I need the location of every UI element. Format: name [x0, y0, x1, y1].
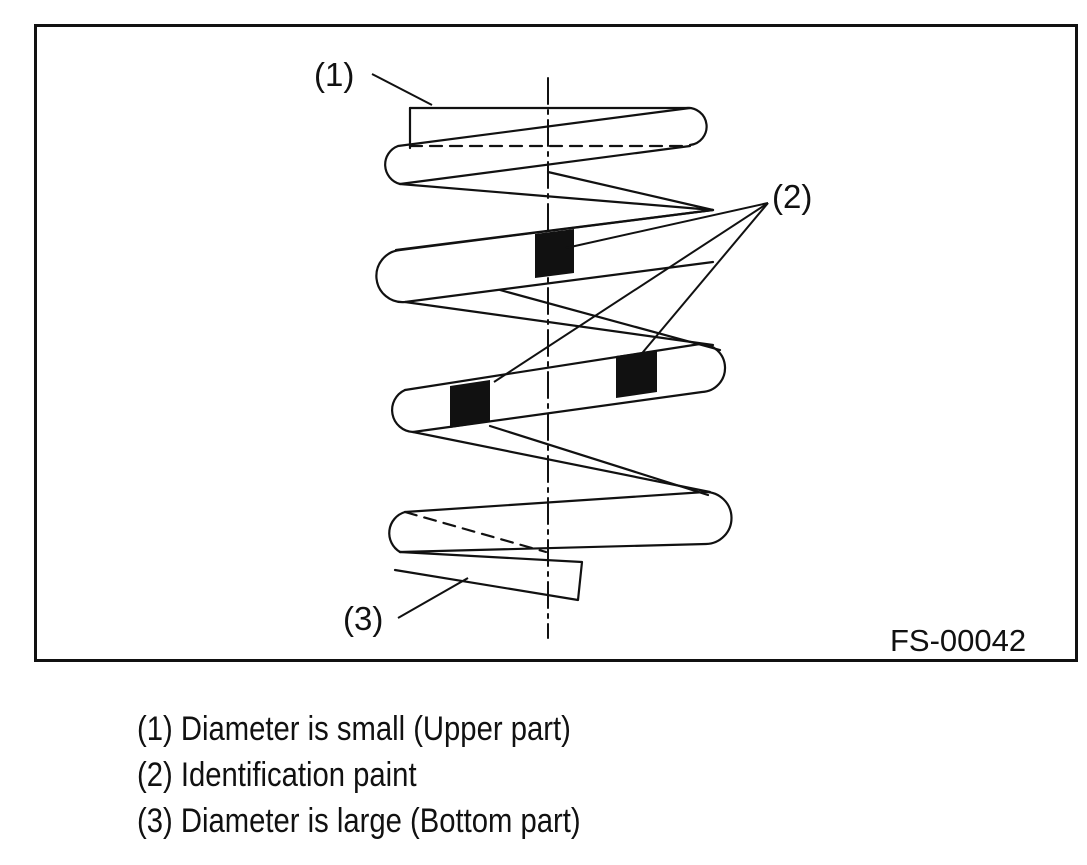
leader-line-2c	[493, 202, 769, 383]
spring-bottom-end	[393, 550, 584, 602]
legend-item-2: (2) Identification paint	[137, 756, 417, 794]
coil-band-3	[403, 342, 727, 434]
legend: (1) Diameter is small (Upper part) (2) I…	[137, 706, 653, 844]
coil-strand-back-2	[403, 300, 715, 347]
coil-band-4-left	[388, 510, 407, 554]
leader-line-2a	[565, 202, 769, 249]
figure-frame	[34, 24, 1078, 662]
identification-paint-mark	[535, 229, 574, 278]
legend-item-1: (1) Diameter is small (Upper part)	[137, 710, 571, 748]
coil-band-2	[375, 208, 715, 304]
leader-line-3	[397, 577, 469, 619]
coil-band-1	[384, 106, 692, 186]
identification-paint-mark	[450, 380, 490, 428]
coil-strand-back-2b	[498, 288, 722, 352]
legend-item-3: (3) Diameter is large (Bottom part)	[137, 802, 581, 840]
coil-strand-back-3b	[488, 424, 710, 497]
leader-line-1	[371, 73, 433, 106]
callout-3: (3)	[343, 600, 383, 637]
callout-2: (2)	[772, 178, 812, 215]
leader-line-2b	[637, 202, 769, 359]
coil-strand-back-1b	[546, 170, 715, 212]
coil-band-4	[398, 490, 733, 554]
bottom-hidden-line	[403, 510, 548, 554]
coil-band-3-left	[391, 388, 415, 434]
figure-code: FS-00042	[890, 623, 1026, 658]
identification-paint-mark	[616, 350, 657, 398]
callout-1: (1)	[314, 56, 354, 93]
coil-strand-back-3	[411, 430, 712, 494]
